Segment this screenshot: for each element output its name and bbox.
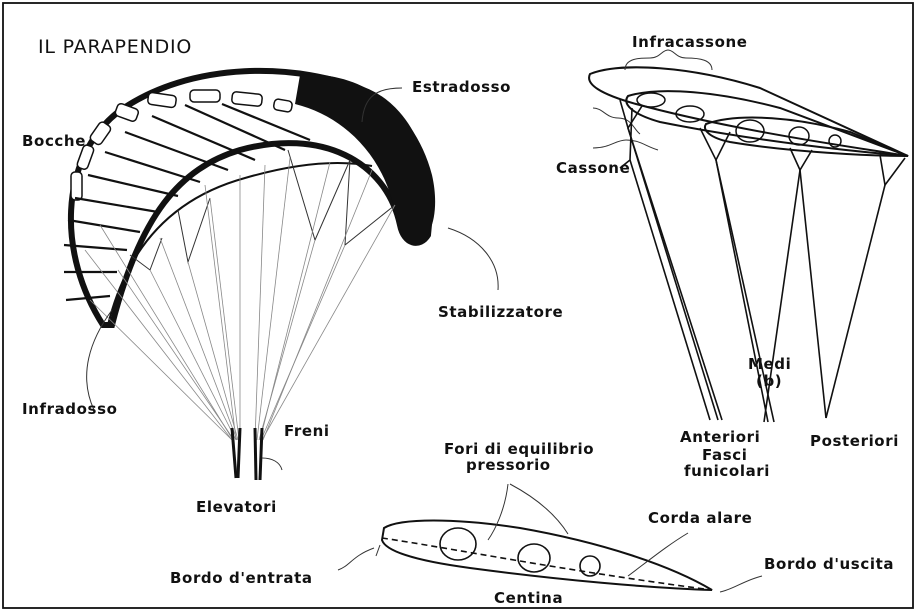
diagram-title: IL PARAPENDIO <box>38 36 192 58</box>
label-bordo-entrata: Bordo d'entrata <box>170 569 313 587</box>
label-medi: Medi <box>748 355 791 373</box>
label-infradosso: Infradosso <box>22 400 118 418</box>
label-estradosso: Estradosso <box>412 78 511 96</box>
label-elevatori: Elevatori <box>196 498 277 516</box>
label-anteriori: Anteriori <box>680 428 760 446</box>
label-posteriori: Posteriori <box>810 432 899 450</box>
label-stabilizzatore: Stabilizzatore <box>438 303 563 321</box>
label-bocche: Bocche <box>22 132 86 150</box>
label-cassone: Cassone <box>556 159 630 177</box>
label-freni: Freni <box>284 422 330 440</box>
label-bordo-uscita: Bordo d'uscita <box>764 555 894 573</box>
label-medi-b: (b) <box>756 372 782 390</box>
label-fori-2: pressorio <box>466 456 551 474</box>
label-funicolari: funicolari <box>684 462 770 480</box>
label-corda-alare: Corda alare <box>648 509 752 527</box>
label-infracassone: Infracassone <box>632 33 748 51</box>
label-centina: Centina <box>494 589 563 607</box>
